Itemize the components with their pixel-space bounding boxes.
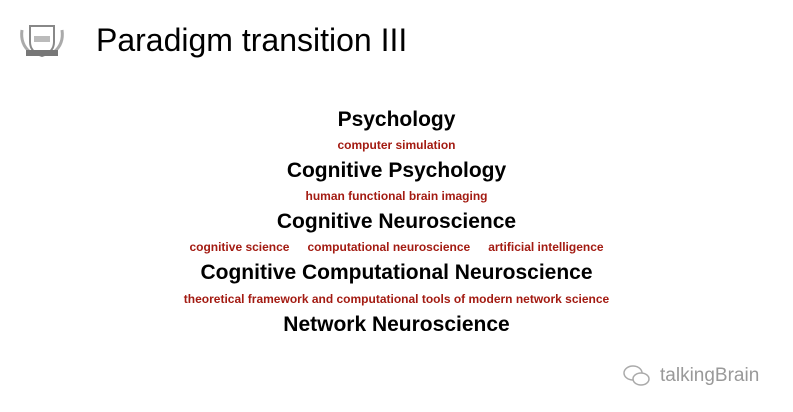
transition-label: computer simulation — [337, 138, 456, 152]
transition-label: theoretical framework and computational … — [183, 292, 610, 306]
transition-labels: cognitive science computational neuroscie… — [0, 240, 793, 254]
level-psychology: Psychology — [337, 108, 456, 131]
wechat-icon — [623, 365, 650, 386]
watermark-text: talkingBrain — [660, 365, 760, 386]
university-logo — [20, 25, 64, 58]
watermark: talkingBrain — [622, 364, 759, 388]
level-cognitive-computational-neuroscience: Cognitive Computational Neuroscience — [200, 261, 593, 284]
level-network-neuroscience: Network Neuroscience — [283, 313, 510, 336]
transition-label: human functional brain imaging — [305, 189, 488, 203]
level-cognitive-neuroscience: Cognitive Neuroscience — [276, 210, 517, 233]
transition-label: artificial intelligence — [488, 240, 604, 254]
page-title: Paradigm transition III — [96, 22, 408, 58]
level-cognitive-psychology: Cognitive Psychology — [286, 159, 507, 182]
transition-label: cognitive science — [189, 240, 290, 254]
transition-label: computational neuroscience — [307, 240, 471, 254]
